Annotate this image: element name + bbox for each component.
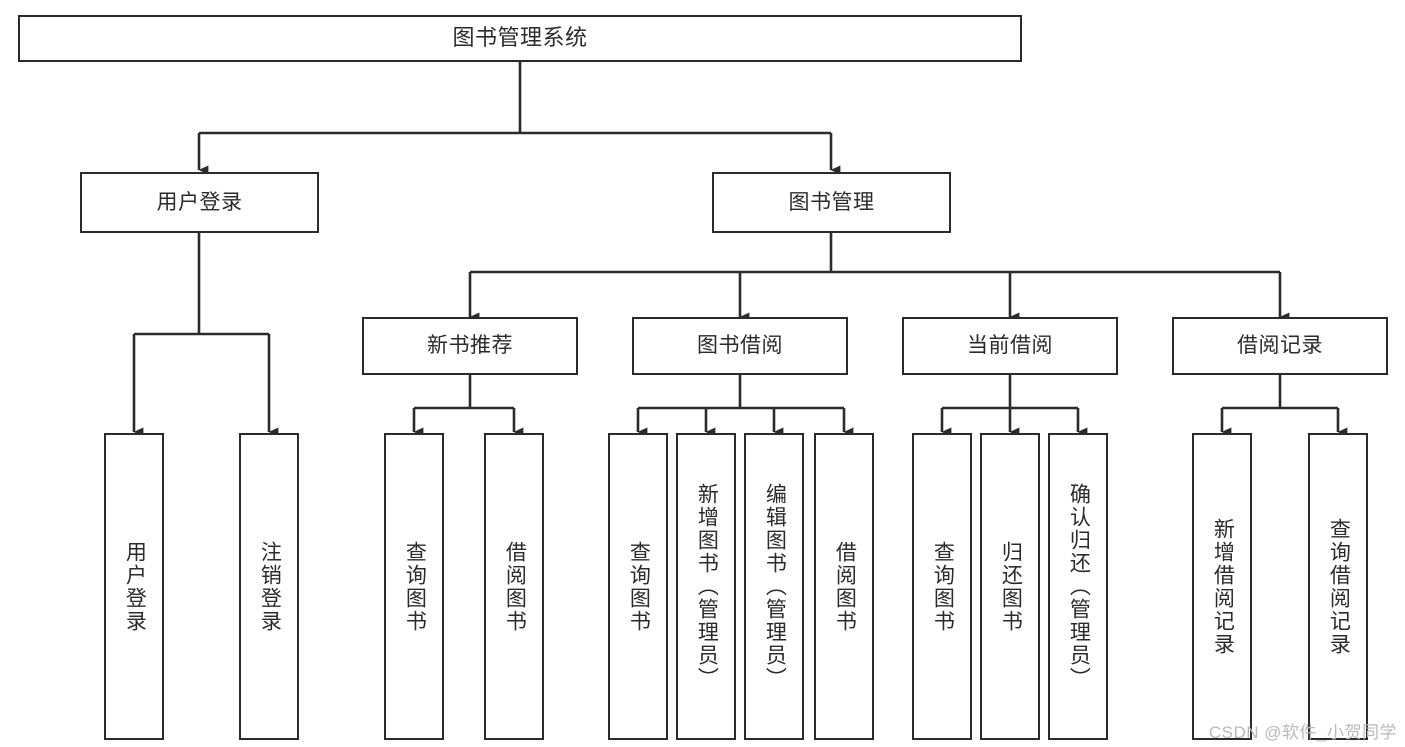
node-label: 图书管理系统: [452, 25, 588, 51]
node-label: 查询图书: [931, 540, 955, 633]
node-label: 编辑图书（管理员）: [763, 483, 787, 690]
leaf-query-book-current[interactable]: 查询图书: [912, 433, 972, 740]
leaf-query-book-borrow[interactable]: 查询图书: [608, 433, 668, 740]
node-label: 用户登录: [123, 540, 147, 633]
leaf-confirm-return-admin[interactable]: 确认归还（管理员）: [1048, 433, 1108, 740]
node-label: 借阅图书: [833, 540, 857, 633]
node-label: 图书管理: [788, 190, 875, 214]
node-label: 查询图书: [403, 540, 427, 633]
node-user-login[interactable]: 用户登录: [80, 172, 319, 233]
node-label: 新增图书（管理员）: [695, 483, 719, 690]
node-label: 注销登录: [258, 540, 282, 633]
leaf-user-login[interactable]: 用户登录: [104, 433, 164, 740]
leaf-edit-book-admin[interactable]: 编辑图书（管理员）: [744, 433, 804, 740]
node-label: 借阅图书: [503, 540, 527, 633]
node-new-book-recommend[interactable]: 新书推荐: [362, 317, 578, 375]
node-current-borrow[interactable]: 当前借阅: [902, 317, 1118, 375]
node-label: 查询图书: [627, 540, 651, 633]
leaf-query-book-recommend[interactable]: 查询图书: [384, 433, 444, 740]
node-label: 图书借阅: [697, 334, 783, 358]
node-label: 归还图书: [999, 540, 1023, 633]
leaf-borrow-book[interactable]: 借阅图书: [814, 433, 874, 740]
node-label: 当前借阅: [967, 334, 1053, 358]
leaf-add-book-admin[interactable]: 新增图书（管理员）: [676, 433, 736, 740]
leaf-return-book[interactable]: 归还图书: [980, 433, 1040, 740]
leaf-user-logout[interactable]: 注销登录: [239, 433, 299, 740]
node-label: 查询借阅记录: [1327, 517, 1351, 656]
node-label: 新书推荐: [427, 334, 513, 358]
node-label: 确认归还（管理员）: [1067, 483, 1091, 690]
node-book-management[interactable]: 图书管理: [712, 172, 951, 233]
node-label: 用户登录: [156, 190, 243, 214]
node-root-system[interactable]: 图书管理系统: [18, 15, 1022, 62]
node-label: 借阅记录: [1237, 334, 1323, 358]
leaf-query-borrow-record[interactable]: 查询借阅记录: [1308, 433, 1368, 740]
node-borrow-record[interactable]: 借阅记录: [1172, 317, 1388, 375]
node-label: 新增借阅记录: [1211, 517, 1235, 656]
csdn-watermark: CSDN @软件_小贺同学: [1208, 723, 1397, 742]
leaf-borrow-book-recommend[interactable]: 借阅图书: [484, 433, 544, 740]
node-book-borrow[interactable]: 图书借阅: [632, 317, 848, 375]
leaf-add-borrow-record[interactable]: 新增借阅记录: [1192, 433, 1252, 740]
